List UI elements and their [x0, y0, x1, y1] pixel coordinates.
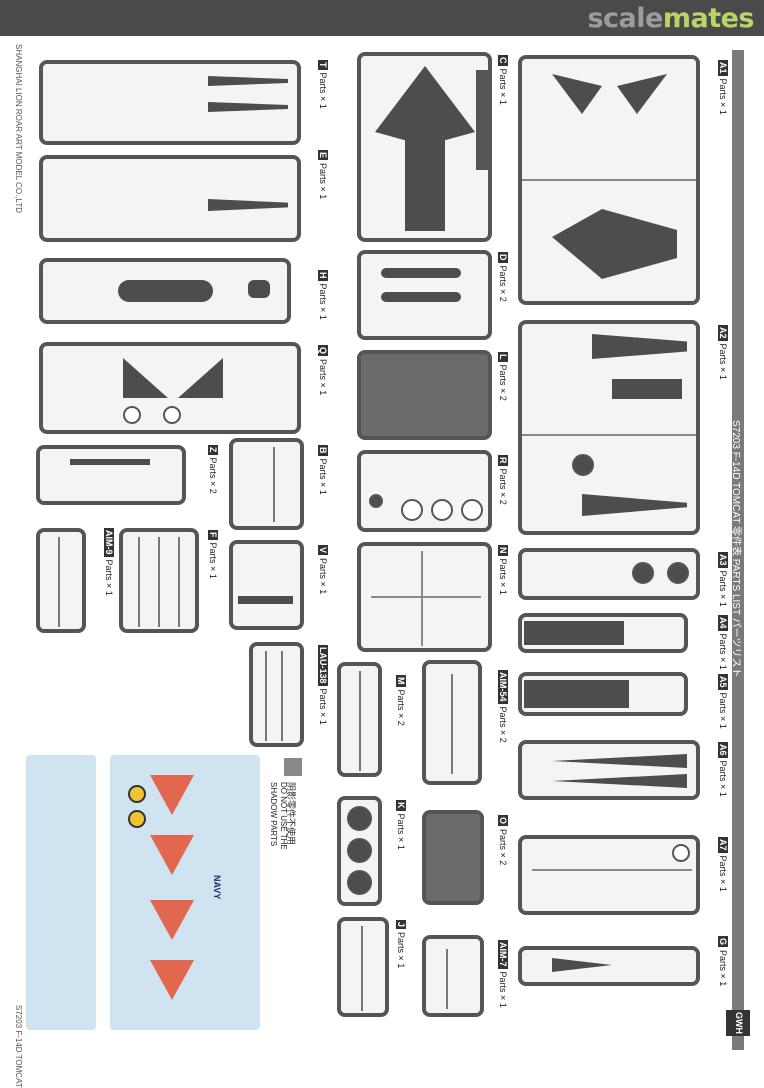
label-K: KParts × 1 [396, 800, 406, 850]
label-E: EParts × 1 [318, 150, 328, 200]
sprue-LAU-138 [249, 642, 304, 747]
label-J: JParts × 1 [396, 920, 406, 969]
sprue-AIM-54 [422, 660, 482, 785]
sprue-A7 [518, 835, 700, 915]
label-A5: A5Parts × 1 [718, 674, 728, 729]
site-header-bar: scalemates [0, 0, 764, 36]
decal-marking-4 [150, 960, 194, 1000]
decal-marking-3 [150, 900, 194, 940]
label-R: RParts × 2 [498, 455, 508, 505]
decal-emblem-1 [128, 785, 146, 803]
sprue-V [229, 540, 304, 630]
scalemates-logo[interactable]: scalemates [587, 3, 754, 34]
sprue-B [229, 438, 304, 530]
label-B: BParts × 1 [318, 445, 328, 495]
label-V: VParts × 1 [318, 545, 328, 595]
sprue-tab-C [476, 70, 492, 170]
sprue-A2 [518, 320, 700, 535]
decal-emblem-2 [128, 810, 146, 828]
label-N: NParts × 1 [498, 545, 508, 595]
manufacturer-text: SHANGHAI LION ROAR ART MODEL CO.,LTD [14, 44, 23, 214]
sprue-Q [39, 342, 301, 434]
decal-marking-2 [150, 835, 194, 875]
sprue-A5 [518, 672, 688, 716]
sprue-K [337, 796, 382, 906]
footer-text: S7203 F-14D TOMCAT [14, 1005, 23, 1088]
label-A4: A4Parts × 1 [718, 615, 728, 670]
label-AIM-54: AIM-54Parts × 2 [498, 670, 508, 743]
label-G: GParts × 1 [718, 936, 728, 987]
decal-marking-1 [150, 775, 194, 815]
label-AIM-7: AIM-7Parts × 1 [498, 940, 508, 1008]
sprue-N [357, 542, 492, 652]
sprue-J [337, 917, 389, 1017]
notice-en1: DO NOT USE THE [279, 782, 288, 850]
parts-list-title: S7203 F-14D TOMCAT 零件表 PARTS LIST パーツリスト [730, 420, 741, 678]
label-L: LParts × 2 [498, 352, 508, 401]
sprue-F [119, 528, 199, 633]
sprue-L [357, 350, 492, 440]
decal-navy-text: NAVY [212, 875, 222, 900]
sprue-C [357, 52, 492, 242]
sprue-Z [36, 445, 186, 505]
sprue-O [422, 810, 484, 905]
parts-list-sheet: S7203 F-14D TOMCAT 零件表 PARTS LIST パーツリスト… [14, 40, 754, 1088]
notice-en2: SHADOW PARTS [269, 782, 278, 847]
sprue-A6 [518, 740, 700, 800]
label-T: TParts × 1 [318, 60, 328, 109]
sprue-AIM-9 [36, 528, 86, 633]
title-band [732, 50, 744, 1050]
sprue-D [357, 250, 492, 340]
sprue-T [39, 60, 301, 145]
label-H: HParts × 1 [318, 270, 328, 320]
sprue-A4 [518, 613, 688, 653]
sprue-H [39, 258, 291, 324]
label-O: OParts × 2 [498, 815, 508, 866]
sprue-M [337, 662, 382, 777]
shadow-swatch [284, 758, 302, 776]
label-A1: A1Parts × 1 [718, 60, 728, 115]
sprue-E [39, 155, 301, 242]
brand-badge: GWH [726, 1010, 750, 1036]
label-Z: ZParts × 2 [208, 445, 218, 494]
sprue-A3 [518, 548, 700, 600]
sprue-R [357, 450, 492, 532]
label-A2: A2Parts × 1 [718, 325, 728, 380]
label-C: CParts × 1 [498, 55, 508, 105]
sprue-AIM-7 [422, 935, 484, 1017]
sprue-A1 [518, 55, 700, 305]
label-A6: A6Parts × 1 [718, 742, 728, 797]
sprue-G [518, 946, 700, 986]
label-D: DParts × 2 [498, 252, 508, 302]
label-A7: A7Parts × 1 [718, 837, 728, 892]
decal-sheet-main: NAVY [110, 755, 260, 1030]
decal-sheet-small [26, 755, 96, 1030]
label-Q: QParts × 1 [318, 345, 328, 396]
label-F: FParts × 1 [208, 530, 218, 579]
label-AIM-9: AIM-9Parts × 1 [104, 528, 114, 596]
label-LAU-138: LAU-138Parts × 1 [318, 645, 328, 725]
label-A3: A3Parts × 1 [718, 552, 728, 607]
label-M: MParts × 2 [396, 675, 406, 726]
